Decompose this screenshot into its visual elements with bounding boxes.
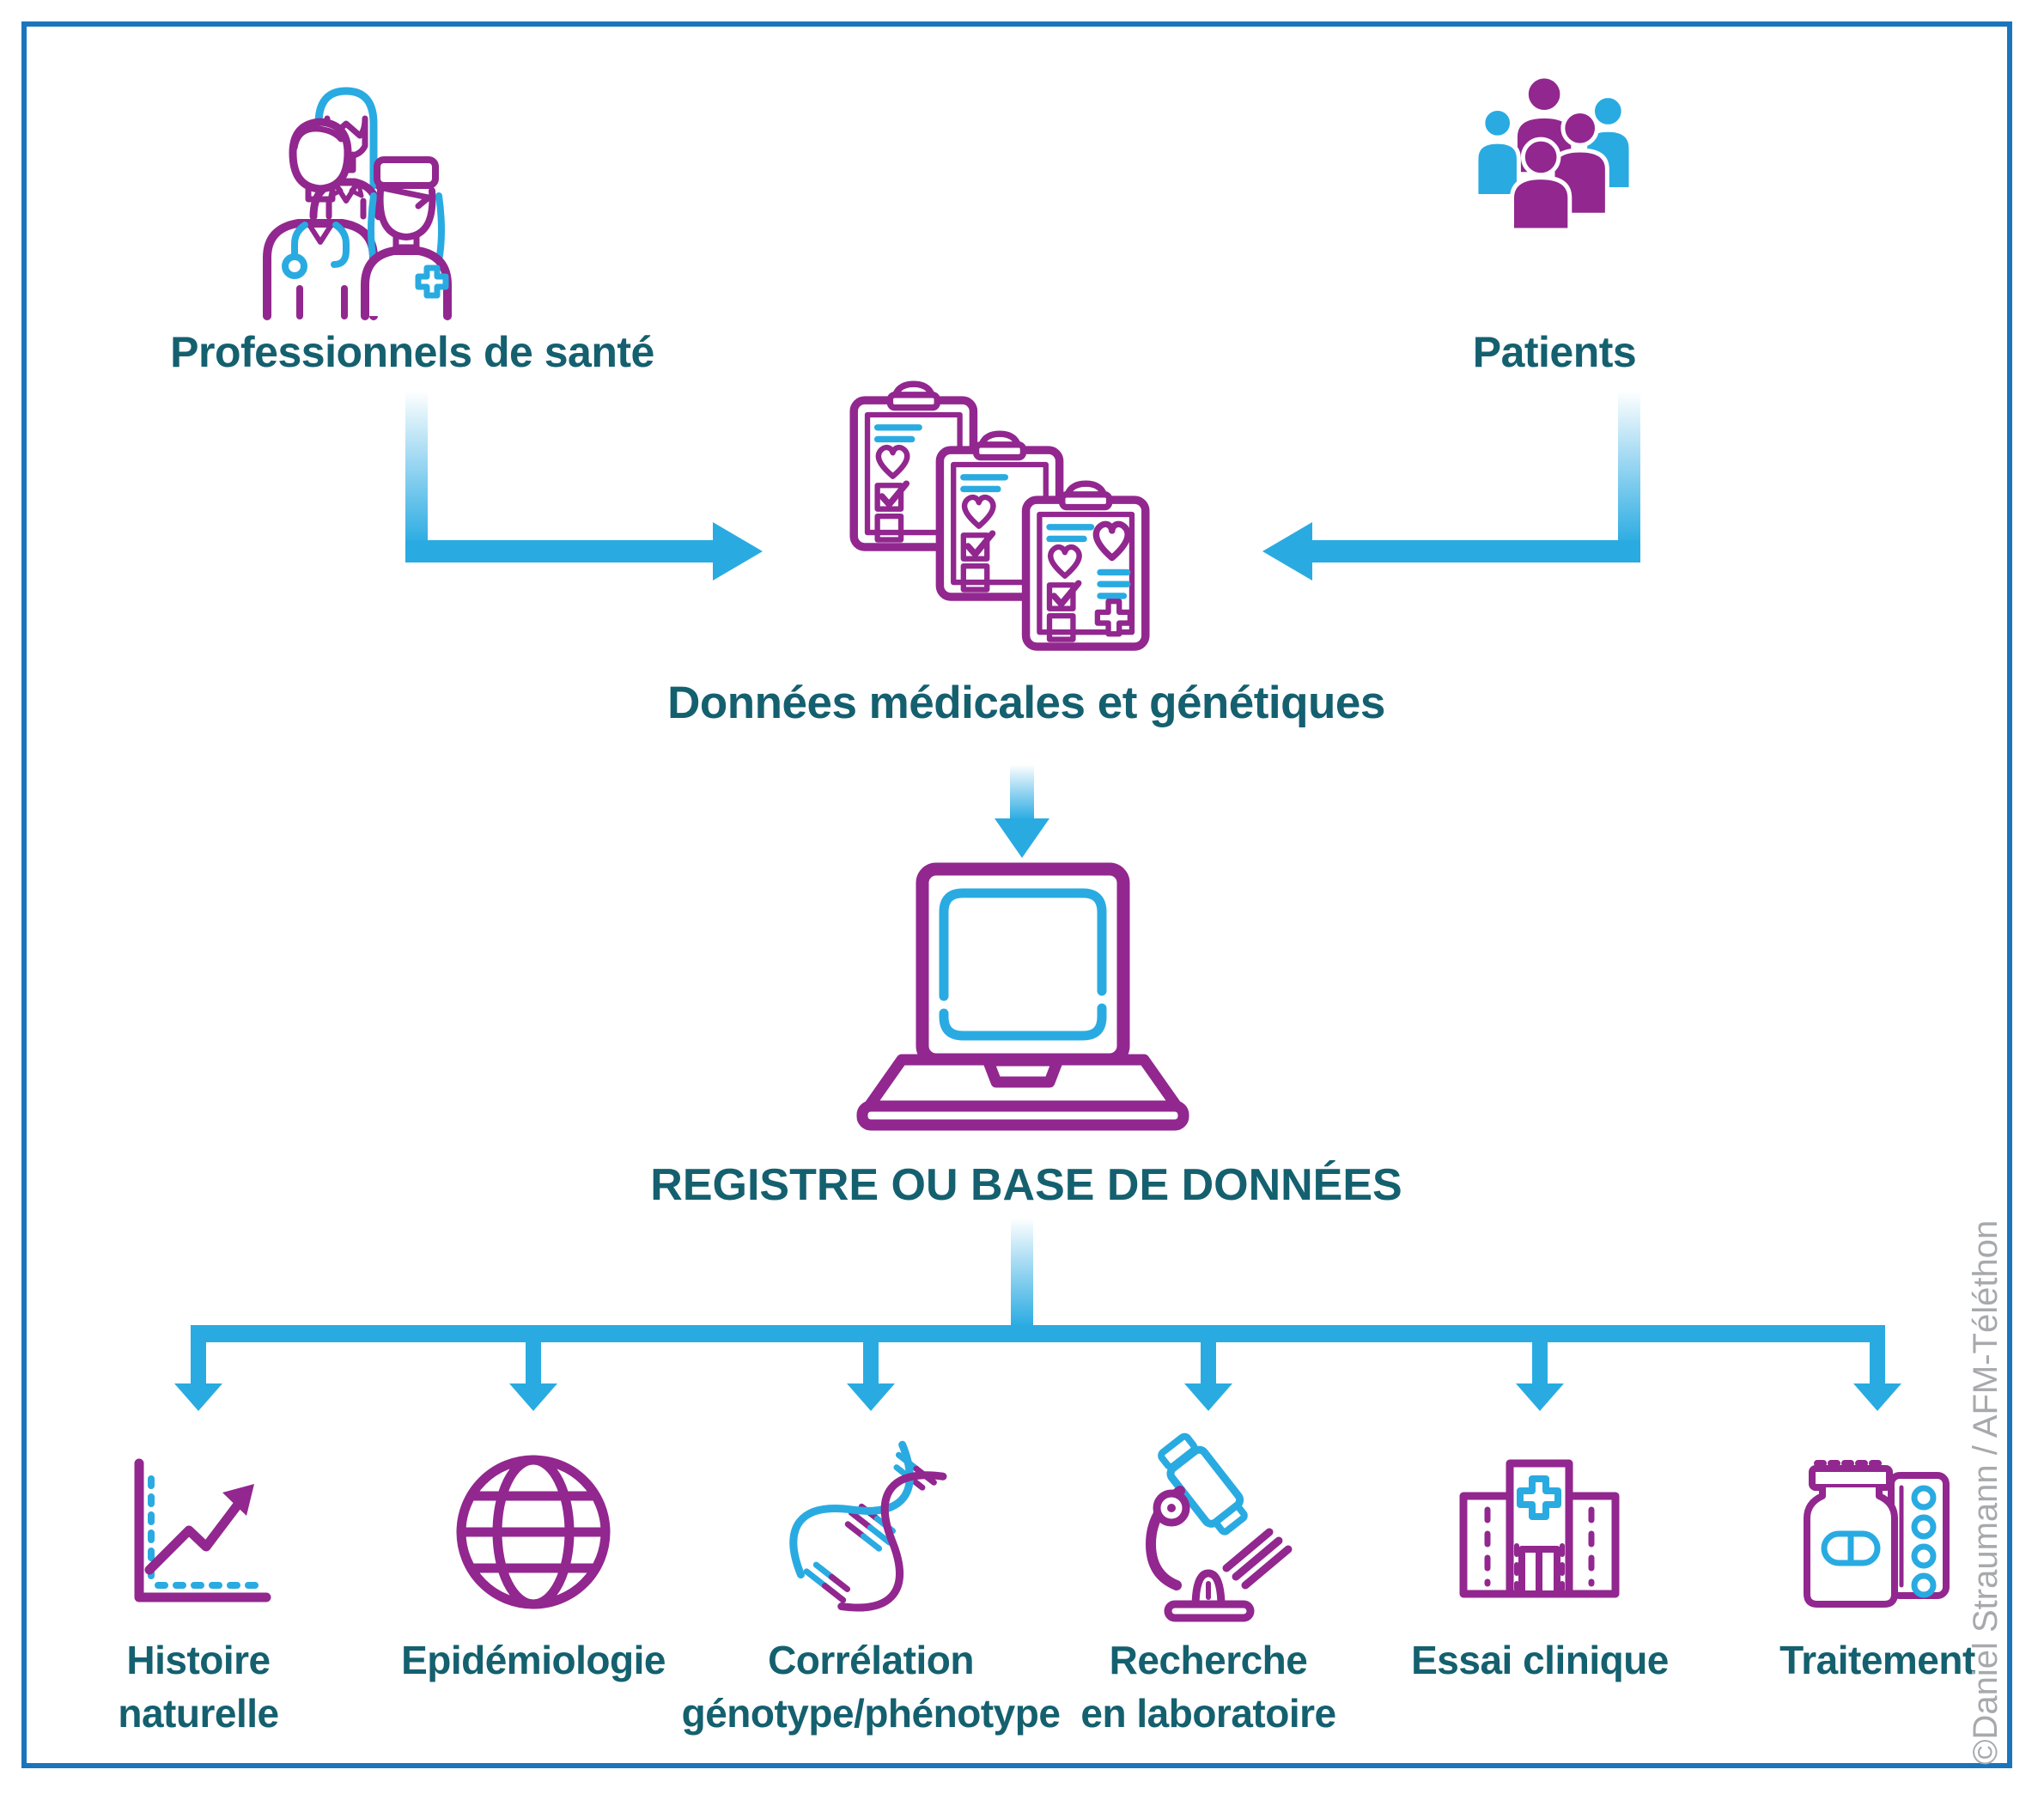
output-label-genotype-phenotype: Corrélation génotype/phénotype xyxy=(673,1633,1068,1740)
registry-label: REGISTRE OU BASE DE DONNÉES xyxy=(650,1160,1402,1210)
output-label-treatment: Traitement xyxy=(1680,1633,2044,1687)
laptop-screen-outer xyxy=(916,862,1130,1067)
output-label-line1: Epidémiologie xyxy=(401,1638,666,1682)
output-label-line1: Recherche xyxy=(1109,1638,1308,1682)
output-label-natural-history: Histoire naturelle xyxy=(1,1633,396,1740)
clipboard-front xyxy=(1026,483,1146,647)
arrow-head-right xyxy=(713,522,763,581)
output-label-line2: naturelle xyxy=(118,1691,279,1736)
credit-text: ©Daniel Straumann / AFM-Téléthon xyxy=(1967,1219,2004,1765)
dna-icon xyxy=(789,1440,947,1612)
output-label-clinical-trial: Essai clinique xyxy=(1342,1633,1737,1687)
output-label-line1: Histoire xyxy=(126,1638,271,1682)
patient-silhouettes xyxy=(1474,74,1633,233)
output-label-line1: Corrélation xyxy=(768,1638,974,1682)
output-label-line1: Traitement xyxy=(1779,1638,1975,1682)
line-chart-icon xyxy=(134,1458,271,1602)
data-label: Données médicales et génétiques xyxy=(667,678,1385,728)
output-label-line1: Essai clinique xyxy=(1411,1638,1669,1682)
microscope-icon xyxy=(1146,1432,1293,1622)
output-label-line2: en laboratoire xyxy=(1080,1691,1336,1736)
output-label-line2: génotype/phénotype xyxy=(681,1691,1061,1736)
laptop-base xyxy=(863,1054,1183,1112)
arrow-head-down xyxy=(995,818,1049,858)
output-label-lab-research: Recherche en laboratoire xyxy=(1011,1633,1406,1740)
arrow-head-left xyxy=(1262,522,1312,581)
output-label-epidemiology: Epidémiologie xyxy=(336,1633,731,1687)
medicine-icon xyxy=(1804,1460,1950,1608)
patient-group-icon xyxy=(1474,74,1633,233)
doctor-man-figure xyxy=(263,118,378,320)
hospital-icon xyxy=(1459,1459,1620,1598)
branch-horizontal-bar xyxy=(191,1325,1885,1342)
globe-icon xyxy=(456,1455,611,1609)
laptop-screen-inner xyxy=(939,888,1107,1001)
medical-team-icon xyxy=(263,87,452,320)
laptop-database-icon xyxy=(856,862,1189,1131)
medical-records-clipboards-icon xyxy=(850,378,1149,651)
patients-label: Patients xyxy=(1472,328,1637,376)
professionals-label: Professionnels de santé xyxy=(170,328,654,376)
nurse-figure xyxy=(361,156,452,320)
